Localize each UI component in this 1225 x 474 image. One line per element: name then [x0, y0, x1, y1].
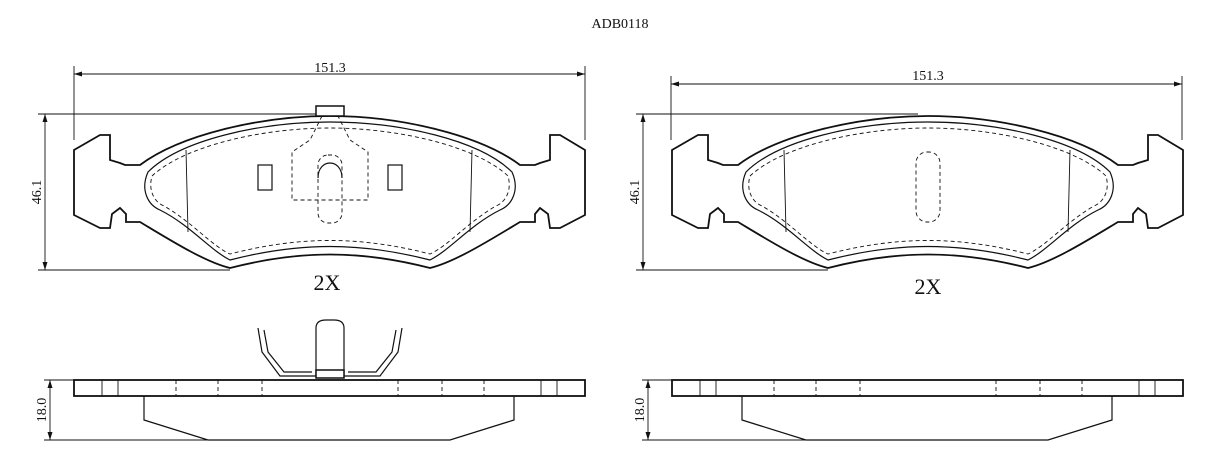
right-width-dimension: 151.3 [912, 69, 944, 84]
left-height-dimension: 46.1 [30, 180, 45, 205]
left-width-dimension: 151.3 [314, 61, 346, 76]
left-quantity-label: 2X [314, 270, 341, 295]
right-pad-front-view: 151.3 46.1 2X [628, 69, 1184, 299]
right-thickness-dimension: 18.0 [633, 398, 648, 423]
left-pad-front-view: 151.3 46.1 2X [30, 61, 586, 295]
right-pad-side-view: 18.0 [633, 379, 1184, 441]
left-pad-side-view: 18.0 [35, 319, 586, 441]
part-number-title: ADB0118 [591, 17, 648, 32]
right-quantity-label: 2X [915, 274, 942, 299]
left-thickness-dimension: 18.0 [35, 398, 50, 423]
right-height-dimension: 46.1 [628, 180, 643, 205]
